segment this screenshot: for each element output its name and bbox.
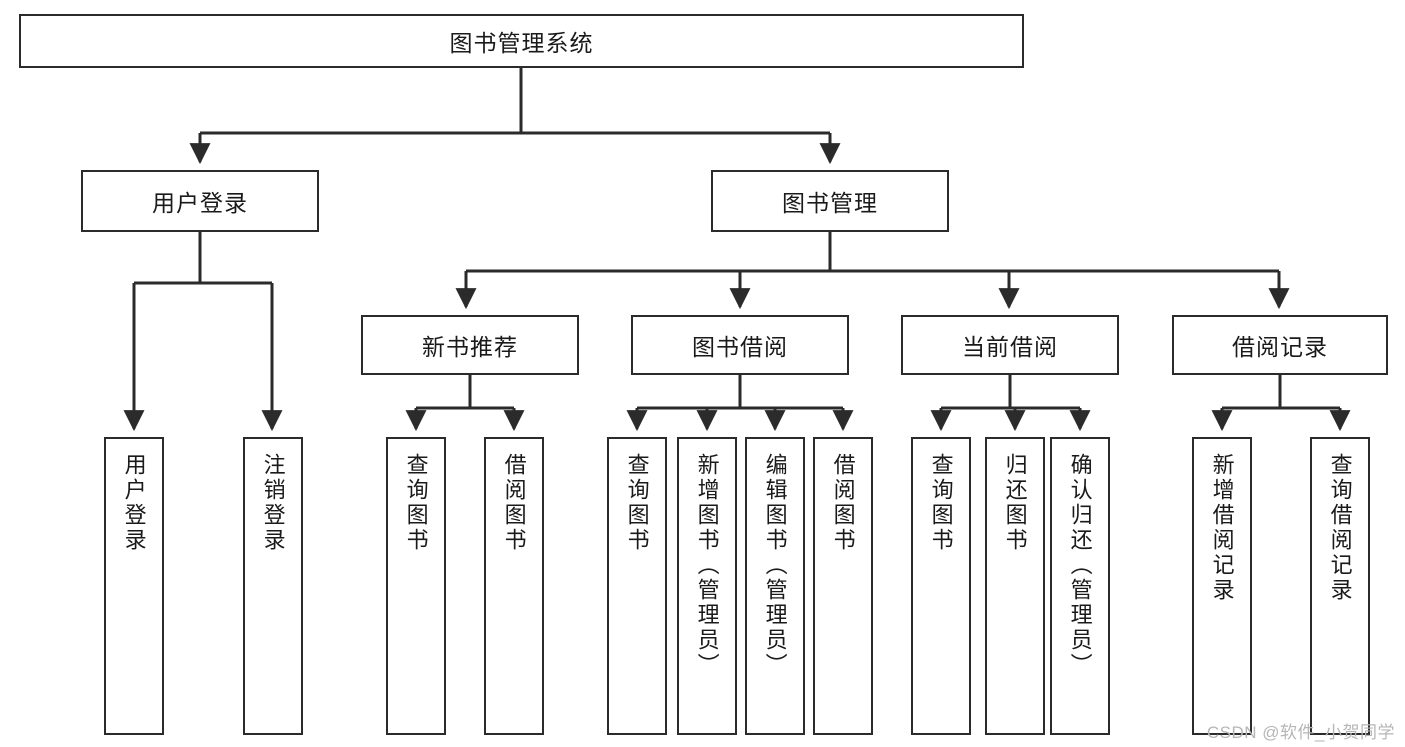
leaf-return-book-label: 归还图书	[1002, 453, 1028, 553]
leaf-add-record-label: 新增借阅记录	[1209, 453, 1235, 603]
leaf-user-login-label: 用户登录	[121, 453, 147, 553]
leaf-logout[interactable]: 注销登录	[243, 437, 303, 735]
leaf-add-book-label: 新增图书（管理员）	[694, 453, 720, 678]
leaf-query-book-rec[interactable]: 查询图书	[386, 437, 446, 735]
leaf-add-record[interactable]: 新增借阅记录	[1192, 437, 1252, 735]
leaf-return-book[interactable]: 归还图书	[985, 437, 1045, 735]
leaf-query-book-cb-label: 查询图书	[928, 453, 954, 553]
leaf-query-book-rec-label: 查询图书	[403, 453, 429, 553]
node-root-label: 图书管理系统	[449, 30, 594, 56]
node-borrow-record[interactable]: 借阅记录	[1172, 315, 1388, 375]
node-root[interactable]: 图书管理系统	[19, 14, 1024, 68]
leaf-borrow-book-bb[interactable]: 借阅图书	[813, 437, 873, 735]
node-current-borrow[interactable]: 当前借阅	[901, 315, 1119, 375]
node-user-login[interactable]: 用户登录	[81, 170, 319, 232]
leaf-user-login[interactable]: 用户登录	[104, 437, 164, 735]
node-new-book-rec[interactable]: 新书推荐	[361, 315, 579, 375]
csdn-watermark: CSDN @软件_小贺同学	[1206, 723, 1395, 742]
leaf-edit-book-label: 编辑图书（管理员）	[762, 453, 788, 678]
node-borrow-record-label: 借阅记录	[1232, 334, 1328, 360]
node-book-borrow-label: 图书借阅	[692, 334, 788, 360]
leaf-confirm-return-label: 确认归还（管理员）	[1067, 453, 1093, 678]
leaf-confirm-return[interactable]: 确认归还（管理员）	[1050, 437, 1110, 735]
node-new-book-rec-label: 新书推荐	[422, 334, 518, 360]
node-book-manage[interactable]: 图书管理	[711, 170, 949, 232]
leaf-query-record-label: 查询借阅记录	[1327, 453, 1353, 603]
leaf-query-book-bb[interactable]: 查询图书	[607, 437, 667, 735]
leaf-borrow-book-rec-label: 借阅图书	[501, 453, 527, 553]
leaf-query-record[interactable]: 查询借阅记录	[1310, 437, 1370, 735]
node-current-borrow-label: 当前借阅	[962, 334, 1058, 360]
leaf-borrow-book-rec[interactable]: 借阅图书	[484, 437, 544, 735]
leaf-query-book-cb[interactable]: 查询图书	[911, 437, 971, 735]
leaf-edit-book[interactable]: 编辑图书（管理员）	[745, 437, 805, 735]
leaf-add-book[interactable]: 新增图书（管理员）	[677, 437, 737, 735]
node-book-borrow[interactable]: 图书借阅	[631, 315, 849, 375]
node-user-login-label: 用户登录	[152, 190, 248, 216]
node-book-manage-label: 图书管理	[782, 190, 878, 216]
leaf-borrow-book-bb-label: 借阅图书	[830, 453, 856, 553]
leaf-query-book-bb-label: 查询图书	[624, 453, 650, 553]
leaf-logout-label: 注销登录	[260, 453, 286, 553]
